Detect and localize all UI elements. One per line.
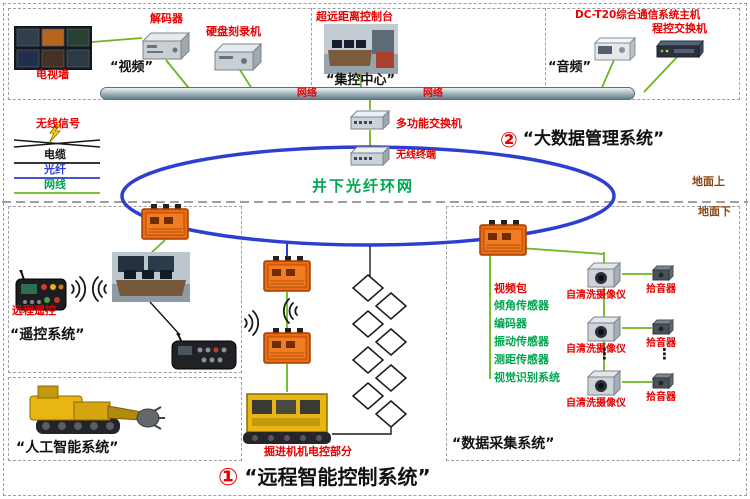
- camera-label: 自清洗摄像仪: [566, 344, 626, 355]
- multifunction-switch-icon: [349, 108, 391, 132]
- wifi-signal-icon: [91, 274, 108, 304]
- remote-controller-1-icon: [14, 269, 68, 312]
- pickup-icon: [651, 318, 675, 336]
- sensor-label-vibration: 振动传感器: [494, 335, 549, 348]
- flameproof-box-left-icon: [140, 204, 190, 240]
- remote-control-tag: 远程遥控: [12, 304, 56, 317]
- recorder-label: 硬盘刻录机: [206, 25, 261, 38]
- tv-wall-image: [14, 26, 92, 70]
- camera-icon: [586, 314, 622, 343]
- legend-cable-label: 电缆: [44, 148, 66, 161]
- ai-system-title: “人工智能系统”: [16, 440, 119, 456]
- comm-host-icon: [593, 36, 637, 62]
- tv-wall-label: 电视墙: [36, 68, 69, 81]
- camera-icon: [586, 260, 622, 289]
- sensor-label-encoder: 编码器: [494, 317, 527, 330]
- footer-number: ①: [218, 463, 239, 491]
- bigdata-title: “大数据管理系统”: [522, 129, 665, 150]
- top-divider-1: [311, 8, 312, 100]
- legend-fiber-label: 光纤: [44, 163, 66, 176]
- wifi-signal-icon: [243, 308, 260, 338]
- decoder-icon: [141, 30, 191, 61]
- bus-network-label-right: 网络: [423, 88, 443, 99]
- pickup-icon: [651, 372, 675, 390]
- ai-system-frame: [8, 377, 242, 461]
- console-label: 超远距离控制台: [316, 10, 393, 23]
- multifunction-switch-label: 多功能交换机: [396, 117, 462, 130]
- ring-switch-icon: [349, 144, 391, 168]
- bus-network-label-left: 网络: [297, 88, 317, 99]
- bigdata-number: ②: [500, 128, 518, 152]
- camera-label: 自清洗摄像仪: [566, 290, 626, 301]
- decoder-label: 解码器: [150, 12, 183, 25]
- wifi-signal-icon: [70, 274, 87, 304]
- pbx-icon: [655, 39, 705, 59]
- remote-system-title: “遥控系统”: [10, 327, 85, 343]
- outer-frame: [3, 3, 747, 496]
- machine-control-tag: 掘进机机电控部分: [264, 445, 352, 458]
- audio-group-title: “音频”: [548, 60, 592, 75]
- camera-ellipsis: ⋮: [597, 345, 612, 363]
- ground-below-label: 地面下: [698, 205, 731, 218]
- flameproof-box-a-icon: [262, 256, 312, 292]
- sensor-label-ranging: 测距传感器: [494, 353, 549, 366]
- remote-station-photo: [112, 252, 190, 302]
- center-group-title: “集控中心”: [326, 73, 396, 88]
- daq-system-title: “数据采集系统”: [452, 436, 555, 452]
- machine-control-unit-image: [243, 390, 331, 444]
- recorder-icon: [213, 41, 263, 72]
- bigdata-title-row: ② “大数据管理系统”: [500, 128, 664, 152]
- roadheader-machine-image: [14, 378, 166, 440]
- pickup-label: 拾音器: [646, 392, 676, 403]
- sensor-label-vision: 视觉识别系统: [494, 371, 560, 384]
- fiber-ring-label: 井下光纤环网: [312, 177, 415, 195]
- remote-controller-2-icon: [170, 332, 238, 371]
- video-pack-label: 视频包: [494, 282, 527, 295]
- control-console-photo: [324, 24, 398, 74]
- top-divider-2: [545, 8, 546, 100]
- pickup-label: 拾音器: [646, 338, 676, 349]
- network-bus-bar: [100, 87, 635, 100]
- camera-label: 自清洗摄像仪: [566, 398, 626, 409]
- footer-title-row: ① “远程智能控制系统”: [218, 463, 431, 492]
- pickup-icon: [651, 264, 675, 282]
- pickup-label: 拾音器: [646, 284, 676, 295]
- pickup-ellipsis: ⋮: [657, 345, 672, 363]
- ground-above-label: 地面上: [692, 175, 725, 188]
- wireless-signal-label: 无线信号: [36, 117, 80, 130]
- camera-icon: [586, 368, 622, 397]
- footer-title: “远程智能控制系统”: [244, 465, 431, 490]
- remote-system-frame: [8, 206, 242, 373]
- wireless-terminal-label: 无线终端: [396, 150, 436, 161]
- wifi-signal-icon: [282, 296, 299, 326]
- flameproof-box-b-icon: [262, 328, 312, 364]
- daq-system-frame: [446, 206, 740, 461]
- sensor-label-tilt: 倾角传感器: [494, 299, 549, 312]
- pbx-label: 程控交换机: [652, 22, 707, 35]
- lightning-icon: [47, 123, 63, 144]
- video-group-title: “视频”: [110, 60, 154, 75]
- comm-host-label: DC-T20综合通信系统主机: [575, 9, 701, 21]
- legend-lan-label: 网线: [44, 178, 66, 191]
- flameproof-box-daq-icon: [478, 220, 528, 256]
